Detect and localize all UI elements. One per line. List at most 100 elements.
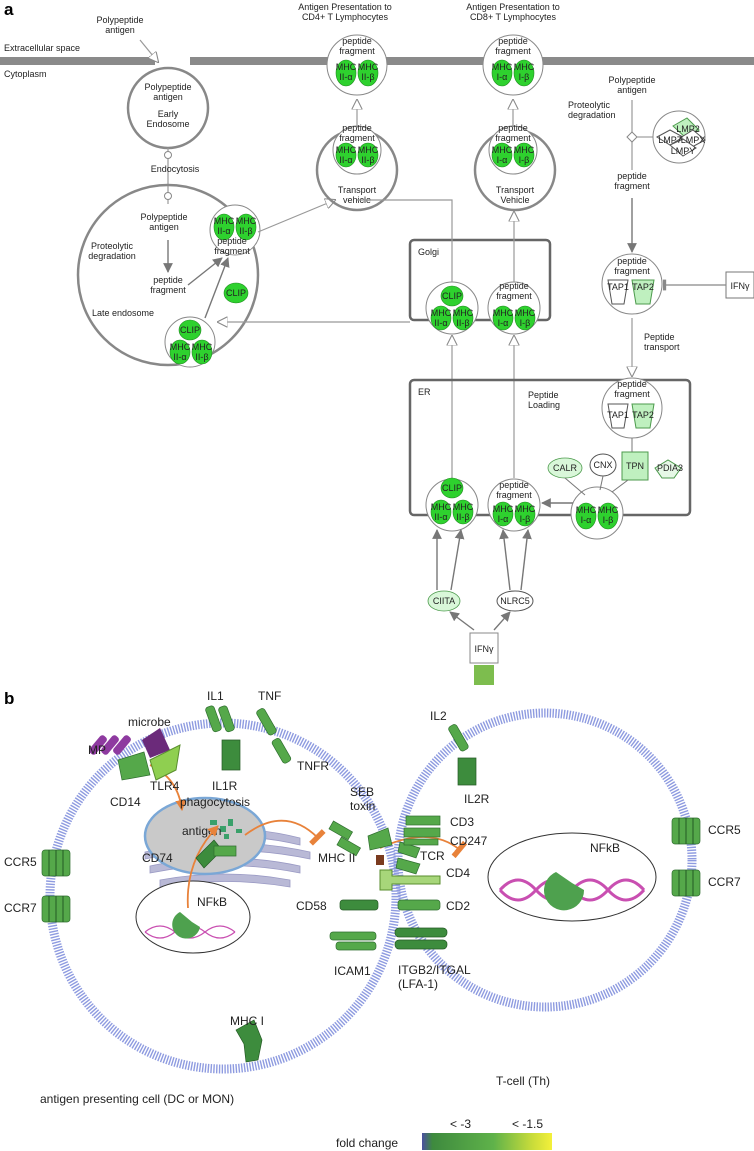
seb-toxin-shape [367,827,393,851]
clip-label: CLIP [442,291,462,301]
ciita-label: CIITA [433,596,455,606]
tap-complex [601,253,663,315]
tap2-label: TAP2 [632,282,654,292]
ifng-label-tap: IFNγ [731,281,750,291]
proteasome-complex [652,110,706,164]
ccr7-label-apc: CCR7 [4,901,37,915]
tcell-nucleus [487,832,657,922]
nfkb-label-apc: NFkB [197,895,227,909]
cd58-shape [339,899,379,911]
ifng-expression-square [474,665,494,685]
ifng-node [469,632,499,664]
tap2-label-er: TAP2 [632,410,654,420]
il1-label: IL1 [207,689,224,703]
il2r-label: IL2R [464,792,490,806]
mhc2-surface-cd4 [326,34,388,96]
mhc1-er-right [570,486,624,540]
itgb2-label: ITGB2/ITGAL(LFA-1) [398,963,471,991]
legend-tick-1: < -3 [450,1117,471,1131]
tnf-shape [256,708,277,736]
mhc2-shape [328,820,362,857]
icam1-label: ICAM1 [334,964,371,978]
extracellular-label: Extracellular space [4,43,80,53]
clip-label: CLIP [442,483,462,493]
transport-vehicle-cd4 [315,125,399,212]
il1-shape [205,705,222,733]
cd4-shape [379,869,441,891]
nfkb-shape-apc [172,912,200,939]
mp-label: MP [88,743,106,757]
tpn-node [621,451,649,481]
nlrc5-node [496,590,534,612]
legend-tick-2: < -1.5 [512,1117,543,1131]
antigen-fragments [210,819,242,839]
lmp2-label: LMP2 [676,124,700,134]
cd3-shape [403,815,441,838]
clip-label-late-endosome: CLIP [226,288,246,298]
er-label: ER [418,387,431,397]
ccr7-tcell-shape [671,869,701,897]
clip-label: CLIP [180,325,200,335]
cd14-label: CD14 [110,795,141,809]
tap1-label-er: TAP1 [607,410,629,420]
tap1-label: TAP1 [607,282,629,292]
cd247-shape [403,838,439,846]
cd2-shape [397,899,441,911]
cd74-label: CD74 [142,851,173,865]
nlrc5-label: NLRC5 [500,596,530,606]
lmpx-label: LMPX [681,135,706,145]
transport-vehicle-cd8 [473,125,557,212]
ccr5-apc-shape [41,849,71,877]
ccr5-label-apc: CCR5 [4,855,37,869]
ccr7-apc-shape [41,895,71,923]
mhc1-peptide-er [487,478,541,532]
il2-shape [448,724,469,752]
late-endosome [76,183,260,367]
plasma-membrane [0,57,754,65]
golgi-label: Golgi [418,247,439,257]
early-endosome [126,66,210,150]
il1r-label: IL1R [212,779,238,793]
fold-change-legend: fold change < -3 < -1.5 [336,1117,552,1150]
il2r-shape [457,757,477,786]
tcr-label: TCR [420,849,445,863]
ciita-node [427,590,461,612]
tcell-caption: T-cell (Th) [496,1074,550,1088]
tlr4-label: TLR4 [150,779,180,793]
tnf-label: TNF [258,689,281,703]
lmpy-label: LMPY [671,146,696,156]
phagocytosis-label: phagocytosis [180,795,250,809]
clip-node-late-endosome [223,282,249,304]
lmp7-label: LMP7 [658,135,682,145]
cd3-label: CD3 [450,815,474,829]
